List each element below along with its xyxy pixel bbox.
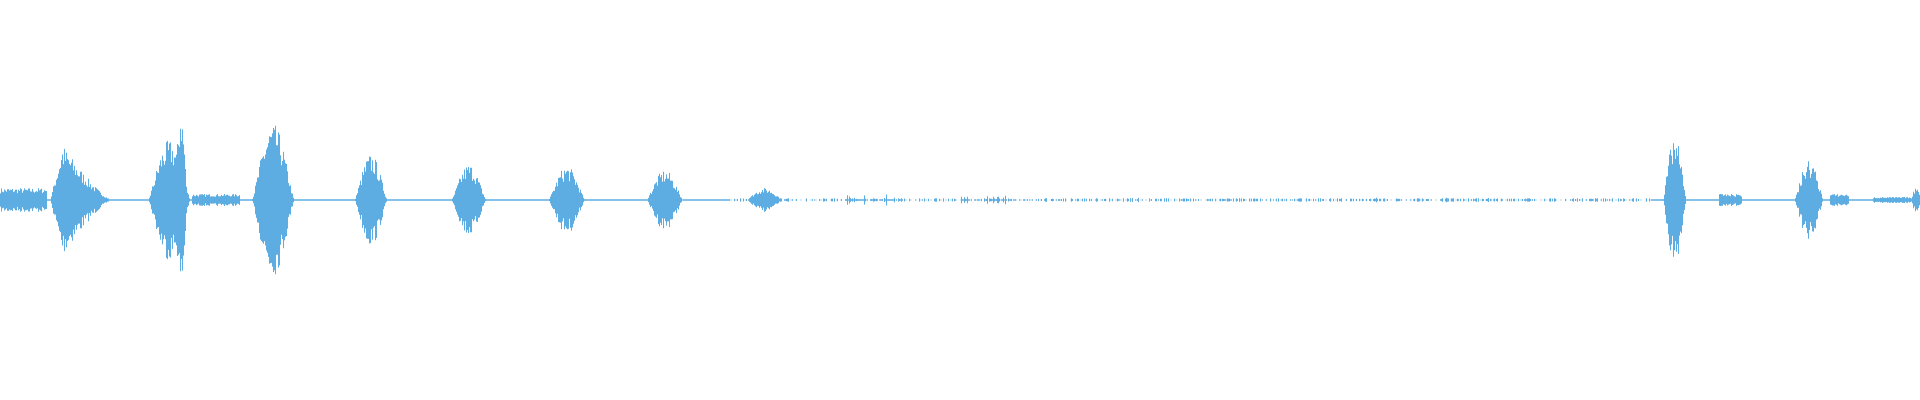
waveform-bars — [0, 125, 1920, 275]
